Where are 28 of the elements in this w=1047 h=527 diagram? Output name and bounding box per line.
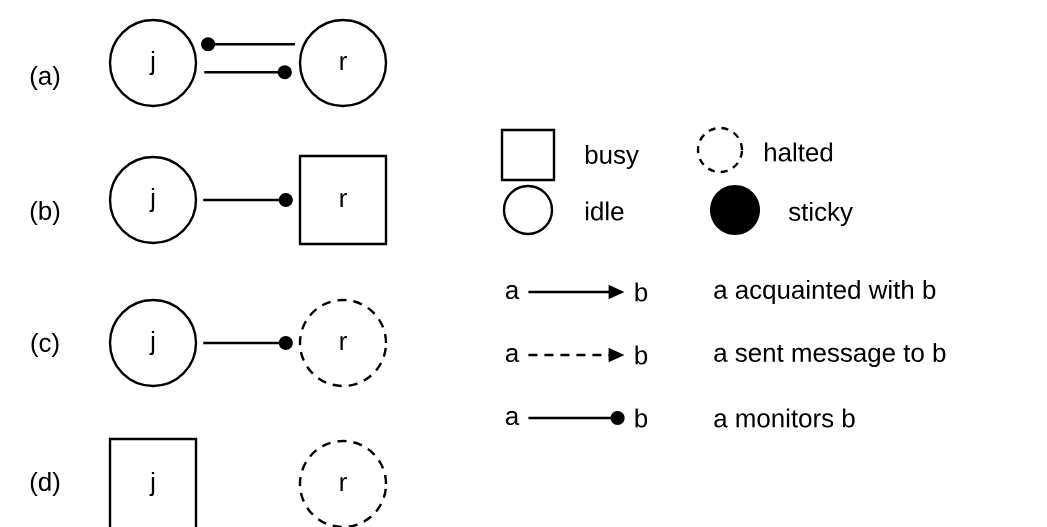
monitor-connector: [203, 193, 293, 207]
legend-text: busy: [585, 144, 639, 170]
legend-text: a monitors b: [714, 408, 855, 428]
legend-text: a sent message to b: [714, 342, 946, 368]
monitor-connector: [203, 336, 293, 350]
circle-node: j: [108, 155, 198, 245]
legend-text: idle: [585, 201, 624, 221]
monitor-connector: [528, 411, 625, 425]
panel-label: (b): [30, 200, 60, 226]
node-text: b: [635, 345, 648, 365]
circle-node: j: [108, 18, 198, 108]
monitor-connector: [201, 37, 295, 52]
node-text: a: [505, 410, 520, 426]
panel-label: (a): [30, 65, 60, 91]
panel-label: (d): [30, 471, 60, 497]
circle-node: r: [298, 18, 388, 108]
legend-text: a acquainted with b: [714, 279, 936, 305]
legend-text: halted: [765, 142, 833, 162]
node-text: b: [635, 408, 648, 428]
node-text: a: [505, 284, 520, 300]
square-node: r: [298, 154, 388, 246]
monitor-connector: [204, 65, 292, 80]
node-text: a: [505, 347, 520, 363]
node-text: b: [635, 282, 648, 302]
dashed-circle-node: r: [298, 298, 388, 388]
circle-node: j: [108, 298, 198, 388]
legend-text: sticky: [788, 201, 853, 227]
panel-label: (c): [31, 332, 59, 358]
